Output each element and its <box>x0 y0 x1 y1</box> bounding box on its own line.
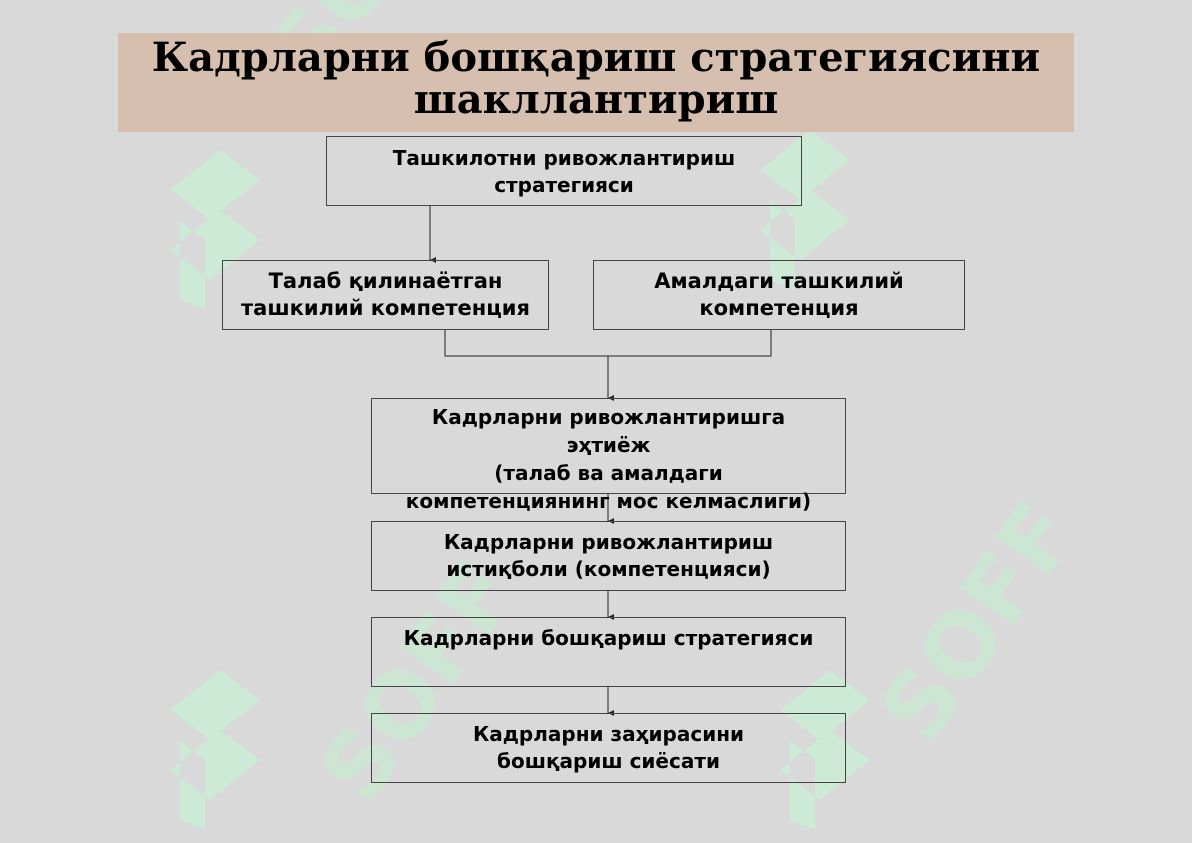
merge-line <box>444 330 772 357</box>
box-reserve-policy: Кадрларни заҳирасини бошқариш сиёсати <box>371 713 846 783</box>
box-org-strategy: Ташкилотни ривожлантириш стратегияси <box>326 136 802 206</box>
box-hr-strategy: Кадрларни бошқариш стратегияси <box>371 617 846 687</box>
box-development-prospect: Кадрларни ривожлантириш истиқболи (компе… <box>371 521 846 591</box>
box-required-competence: Талаб қилинаётган ташкилий компетенция <box>222 260 549 330</box>
title-banner <box>118 33 1074 132</box>
box-current-competence: Амалдаги ташкилий компетенция <box>593 260 965 330</box>
box-development-need: Кадрларни ривожлантиришга эҳтиёж (талаб … <box>371 398 846 513</box>
page-title: Кадрларни бошқариш стратегиясини шакллан… <box>151 34 1041 123</box>
